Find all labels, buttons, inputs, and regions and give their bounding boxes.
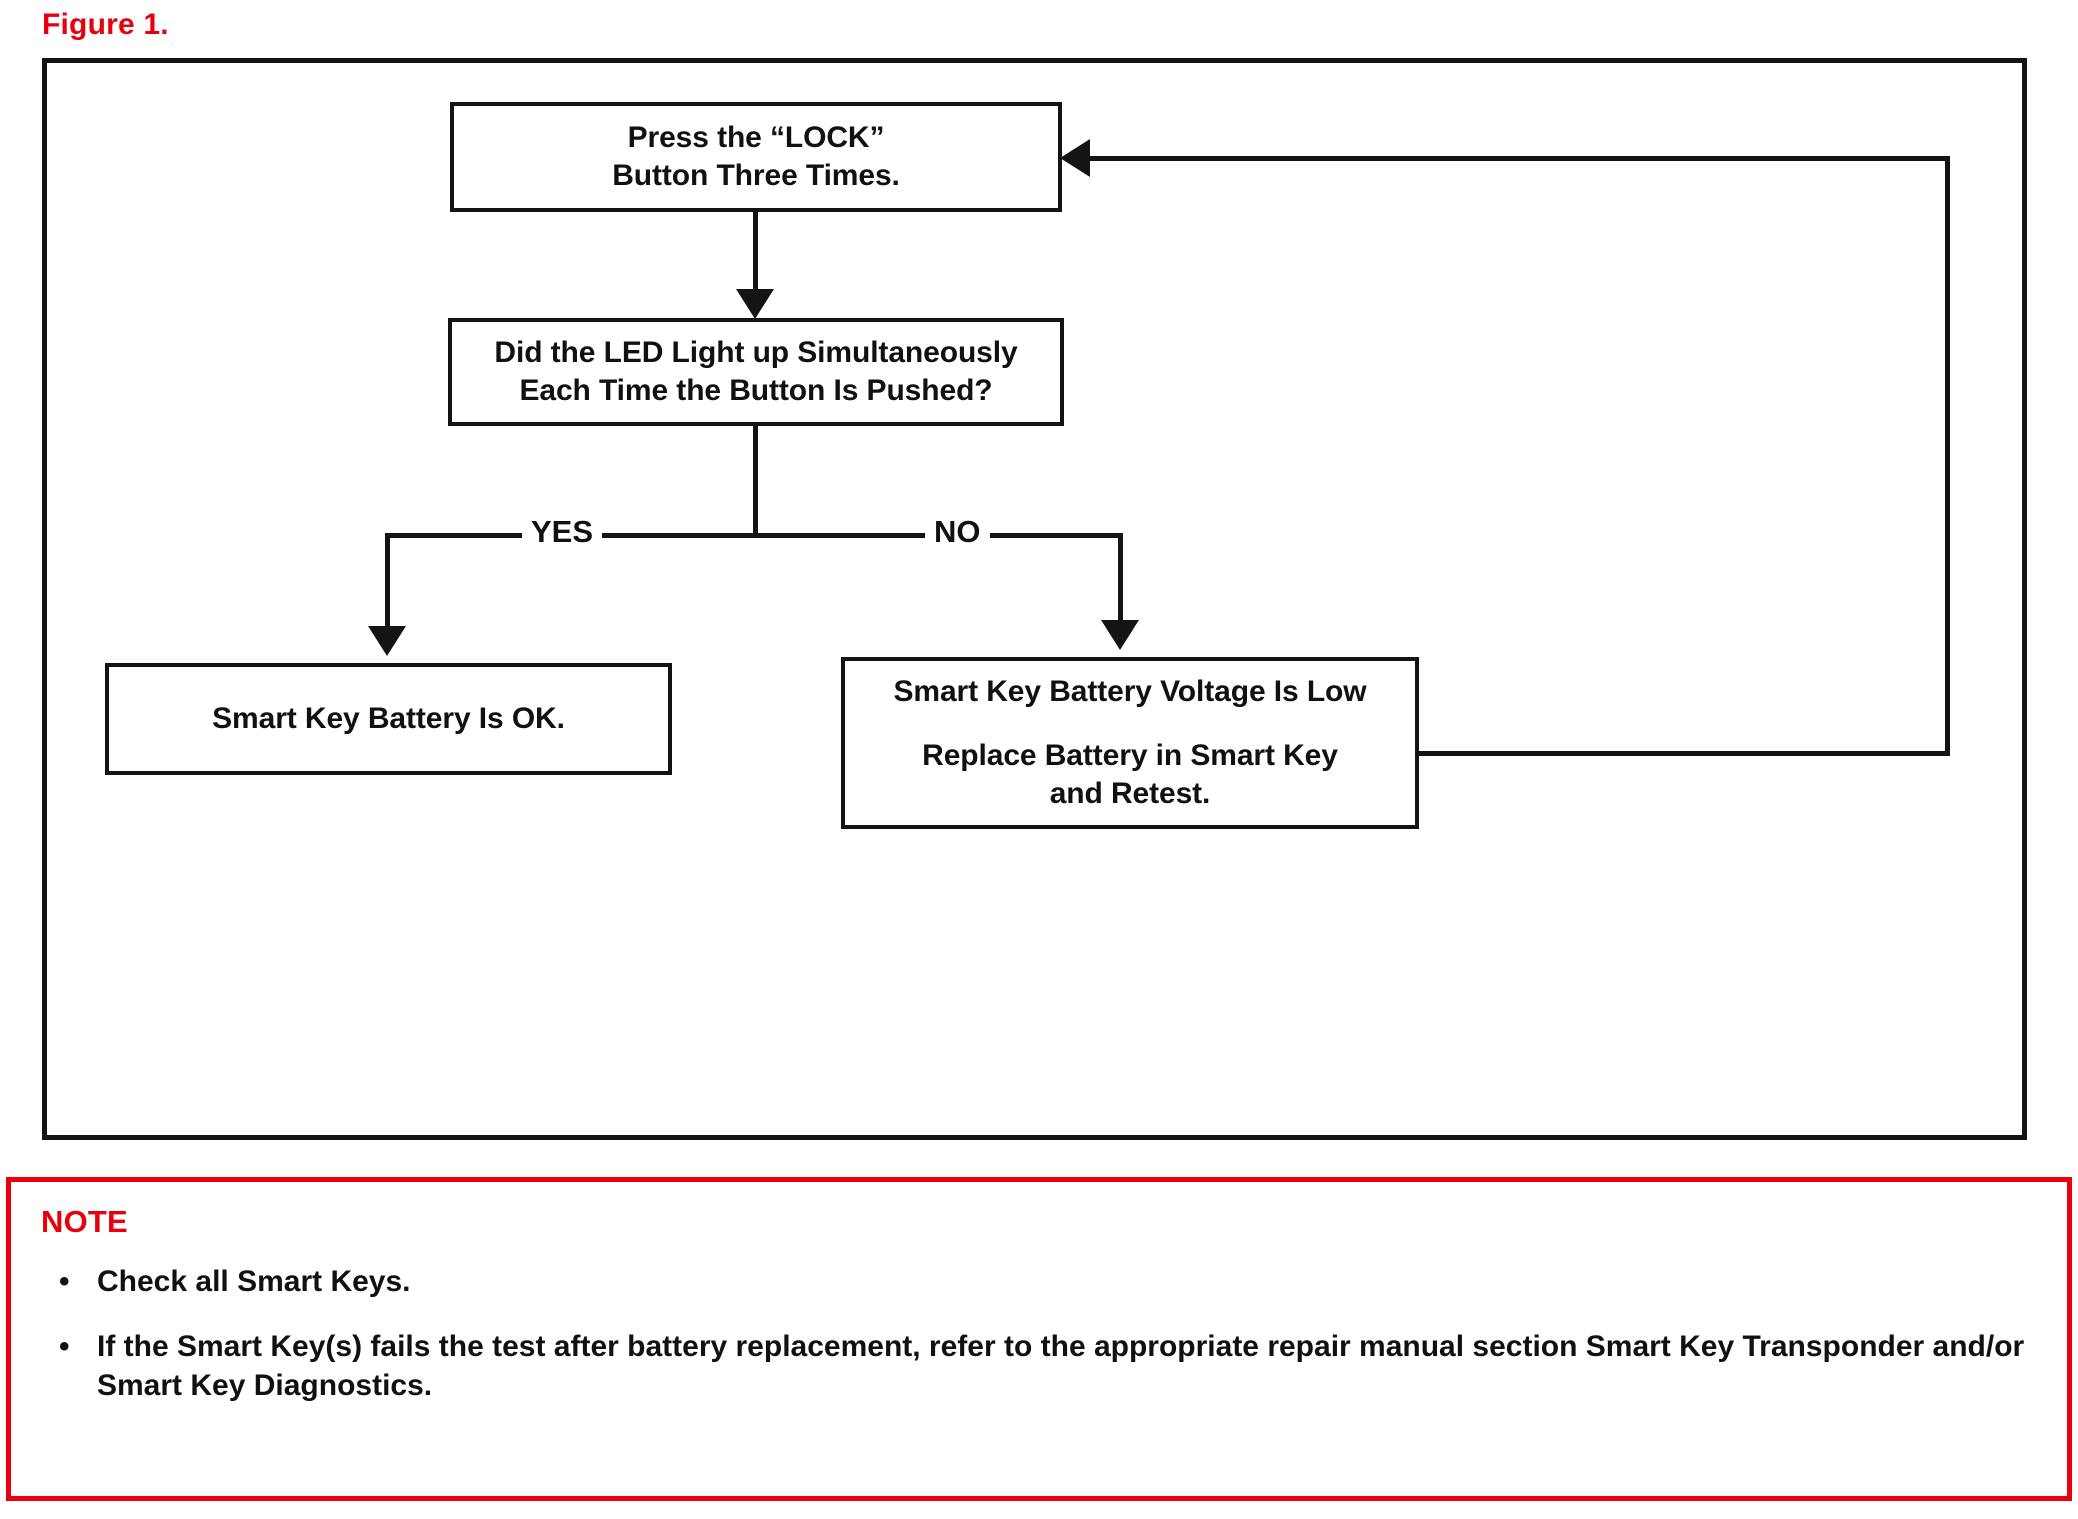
arrow-head-into-battery-ok bbox=[368, 626, 406, 656]
flow-box-battery-ok: Smart Key Battery Is OK. bbox=[105, 663, 672, 775]
press-lock-line-1: Press the “LOCK” bbox=[627, 121, 885, 155]
flow-box-led-question: Did the LED Light up Simultaneously Each… bbox=[448, 318, 1064, 426]
arrow-head-into-battery-low bbox=[1101, 620, 1139, 650]
figure-label: Figure 1. bbox=[42, 8, 169, 41]
connector-no-drop bbox=[1118, 533, 1123, 624]
bullet-icon: • bbox=[59, 1330, 70, 1363]
led-question-line-1: Did the LED Light up Simultaneously bbox=[494, 336, 1018, 370]
note-list-item: • Check all Smart Keys. bbox=[59, 1262, 2037, 1301]
battery-low-line-3: and Retest. bbox=[1049, 776, 1211, 810]
connector-question-to-split bbox=[753, 426, 758, 536]
battery-low-line-1: Smart Key Battery Voltage Is Low bbox=[893, 675, 1367, 709]
flow-box-press-lock: Press the “LOCK” Button Three Times. bbox=[450, 102, 1062, 212]
flow-box-battery-low: Smart Key Battery Voltage Is Low Replace… bbox=[841, 657, 1419, 829]
led-question-line-2: Each Time the Button Is Pushed? bbox=[519, 374, 993, 407]
battery-low-line-2: Replace Battery in Smart Key bbox=[922, 739, 1338, 773]
flowchart-frame: Press the “LOCK” Button Three Times. Did… bbox=[42, 58, 2027, 1140]
feedback-loop-bottom-segment bbox=[1415, 751, 1950, 756]
note-heading: NOTE bbox=[41, 1204, 128, 1239]
press-lock-line-2: Button Three Times. bbox=[612, 159, 900, 192]
note-list-item: • If the Smart Key(s) fails the test aft… bbox=[59, 1327, 2037, 1405]
connector-press-to-question bbox=[753, 212, 758, 293]
note-item-text: Check all Smart Keys. bbox=[97, 1265, 411, 1298]
connector-yes-drop bbox=[385, 533, 390, 630]
branch-label-yes: YES bbox=[522, 516, 603, 547]
arrow-head-into-question bbox=[736, 289, 774, 319]
note-item-text: If the Smart Key(s) fails the test after… bbox=[97, 1330, 2025, 1402]
flowchart-canvas: Press the “LOCK” Button Three Times. Did… bbox=[47, 63, 2022, 1135]
branch-label-no: NO bbox=[925, 516, 990, 547]
bullet-icon: • bbox=[59, 1265, 70, 1298]
feedback-loop-top-segment bbox=[1090, 156, 1950, 161]
note-panel: NOTE • Check all Smart Keys. • If the Sm… bbox=[6, 1177, 2072, 1501]
battery-ok-line-1: Smart Key Battery Is OK. bbox=[212, 702, 565, 736]
arrow-head-into-press-lock bbox=[1060, 139, 1090, 177]
feedback-loop-right-segment bbox=[1945, 156, 1950, 756]
